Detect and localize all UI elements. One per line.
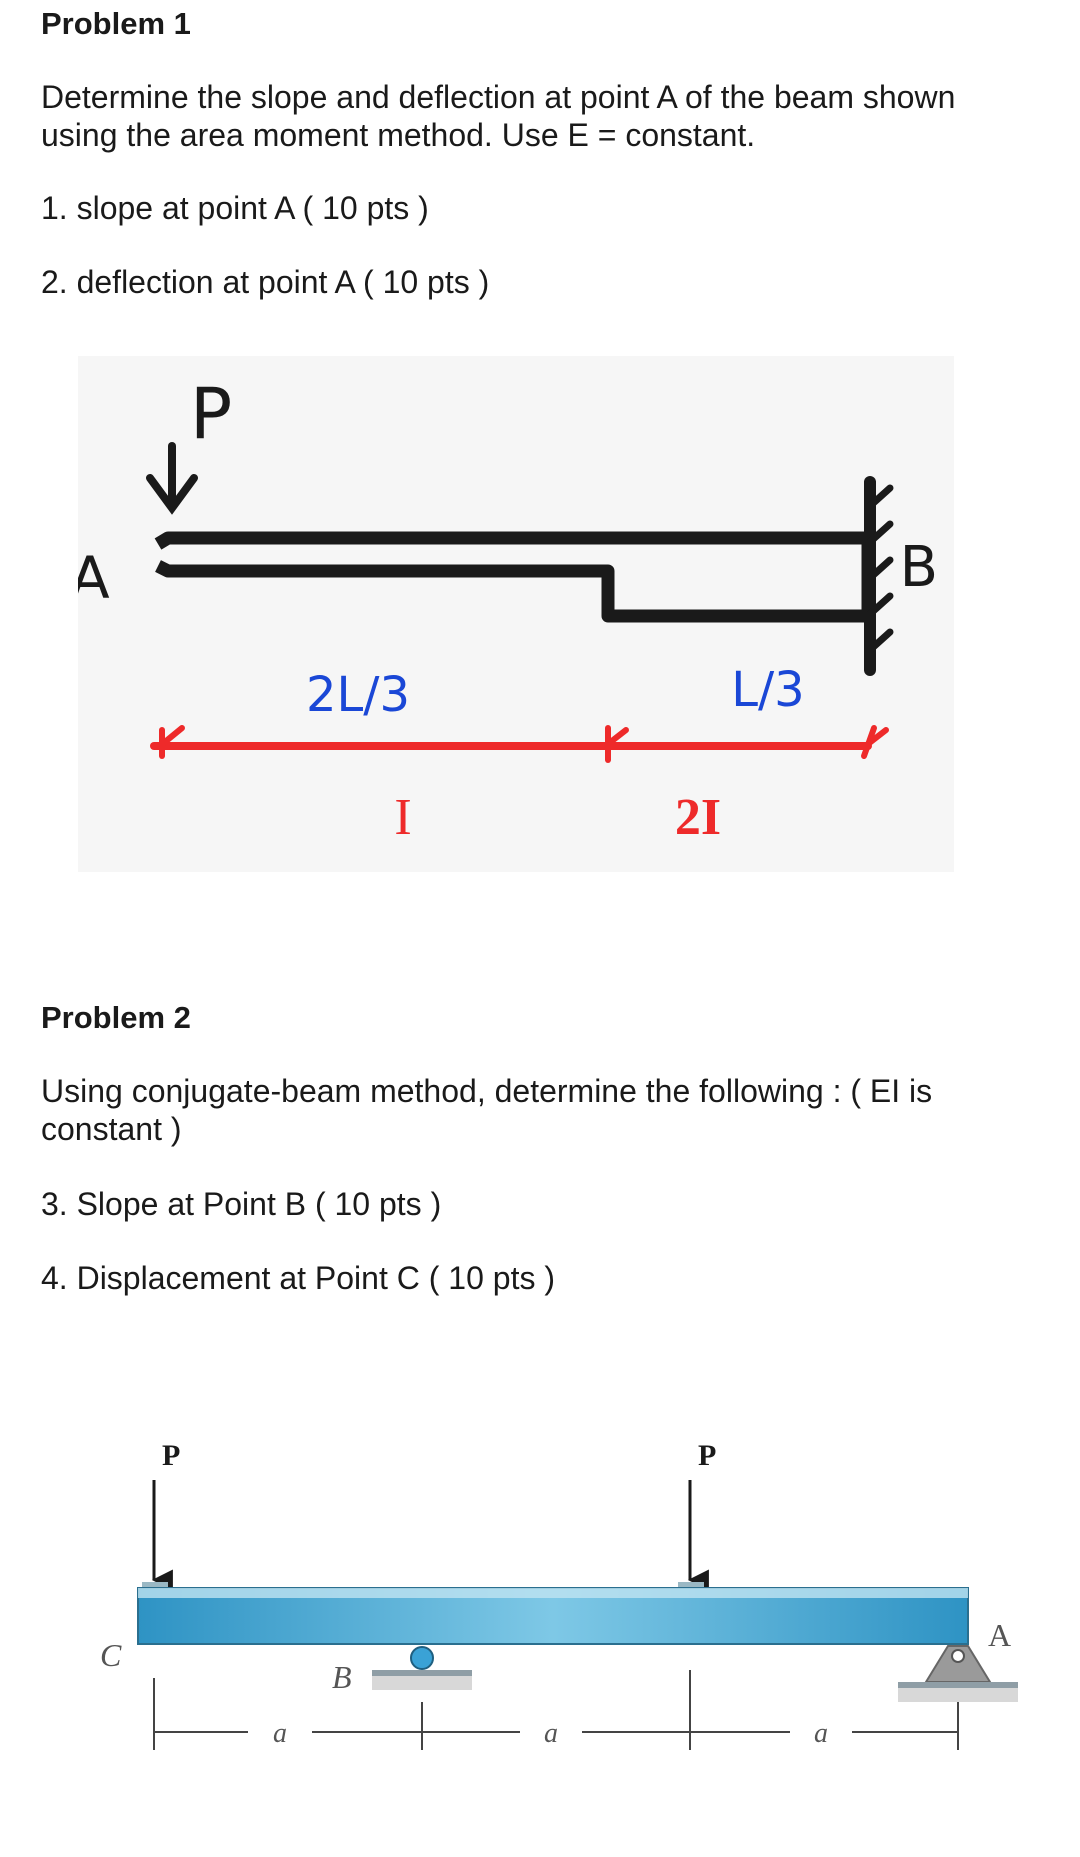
load-arrow-left-icon xyxy=(142,1480,173,1591)
inertia-left-label: I xyxy=(394,789,411,846)
dimension-lines xyxy=(153,1670,959,1750)
stepped-beam xyxy=(154,531,875,623)
problem-1-item-2: 2. deflection at point A ( 10 pts ) xyxy=(41,264,490,300)
problem-1-statement: Determine the slope and deflection at po… xyxy=(41,79,956,153)
problem-2-title: Problem 2 xyxy=(41,1000,191,1035)
point-a-label-2: A xyxy=(988,1617,1011,1653)
fixed-support-wall xyxy=(864,476,894,676)
inertia-right-label: 2I xyxy=(675,789,721,846)
load-label-p: P xyxy=(190,373,232,455)
point-b-label-2: B xyxy=(332,1659,352,1695)
dimension-a-1: a xyxy=(273,1718,287,1749)
cantilever-beam-figure: P A B 2L/3 L/3 I 2I xyxy=(78,356,954,872)
point-b-label: B xyxy=(900,535,938,600)
overhang-beam-figure: P P C B A a a a xyxy=(100,1439,1018,1750)
dimension-a-2: a xyxy=(544,1718,558,1749)
problem-2-statement: Using conjugate-beam method, determine t… xyxy=(41,1073,933,1147)
problem-1-item-1: 1. slope at point A ( 10 pts ) xyxy=(41,190,429,226)
load-arrow-right-icon xyxy=(678,1480,709,1591)
load-right-label: P xyxy=(698,1439,716,1472)
span-right-label: L/3 xyxy=(731,662,804,718)
problem-1-title: Problem 1 xyxy=(41,6,191,41)
load-left-label: P xyxy=(162,1439,180,1472)
point-c-label: C xyxy=(100,1637,122,1673)
problem-2-item-3: 3. Slope at Point B ( 10 pts ) xyxy=(41,1186,442,1222)
problem-2-item-4: 4. Displacement at Point C ( 10 pts ) xyxy=(41,1260,555,1296)
roller-support-b xyxy=(372,1646,472,1690)
point-a-label: A xyxy=(78,544,110,612)
span-left-label: 2L/3 xyxy=(306,667,410,723)
load-arrow-icon xyxy=(146,442,198,515)
pin-support-a xyxy=(898,1645,1018,1702)
dimension-a-3: a xyxy=(814,1718,828,1749)
span-dimension-line xyxy=(150,725,889,763)
